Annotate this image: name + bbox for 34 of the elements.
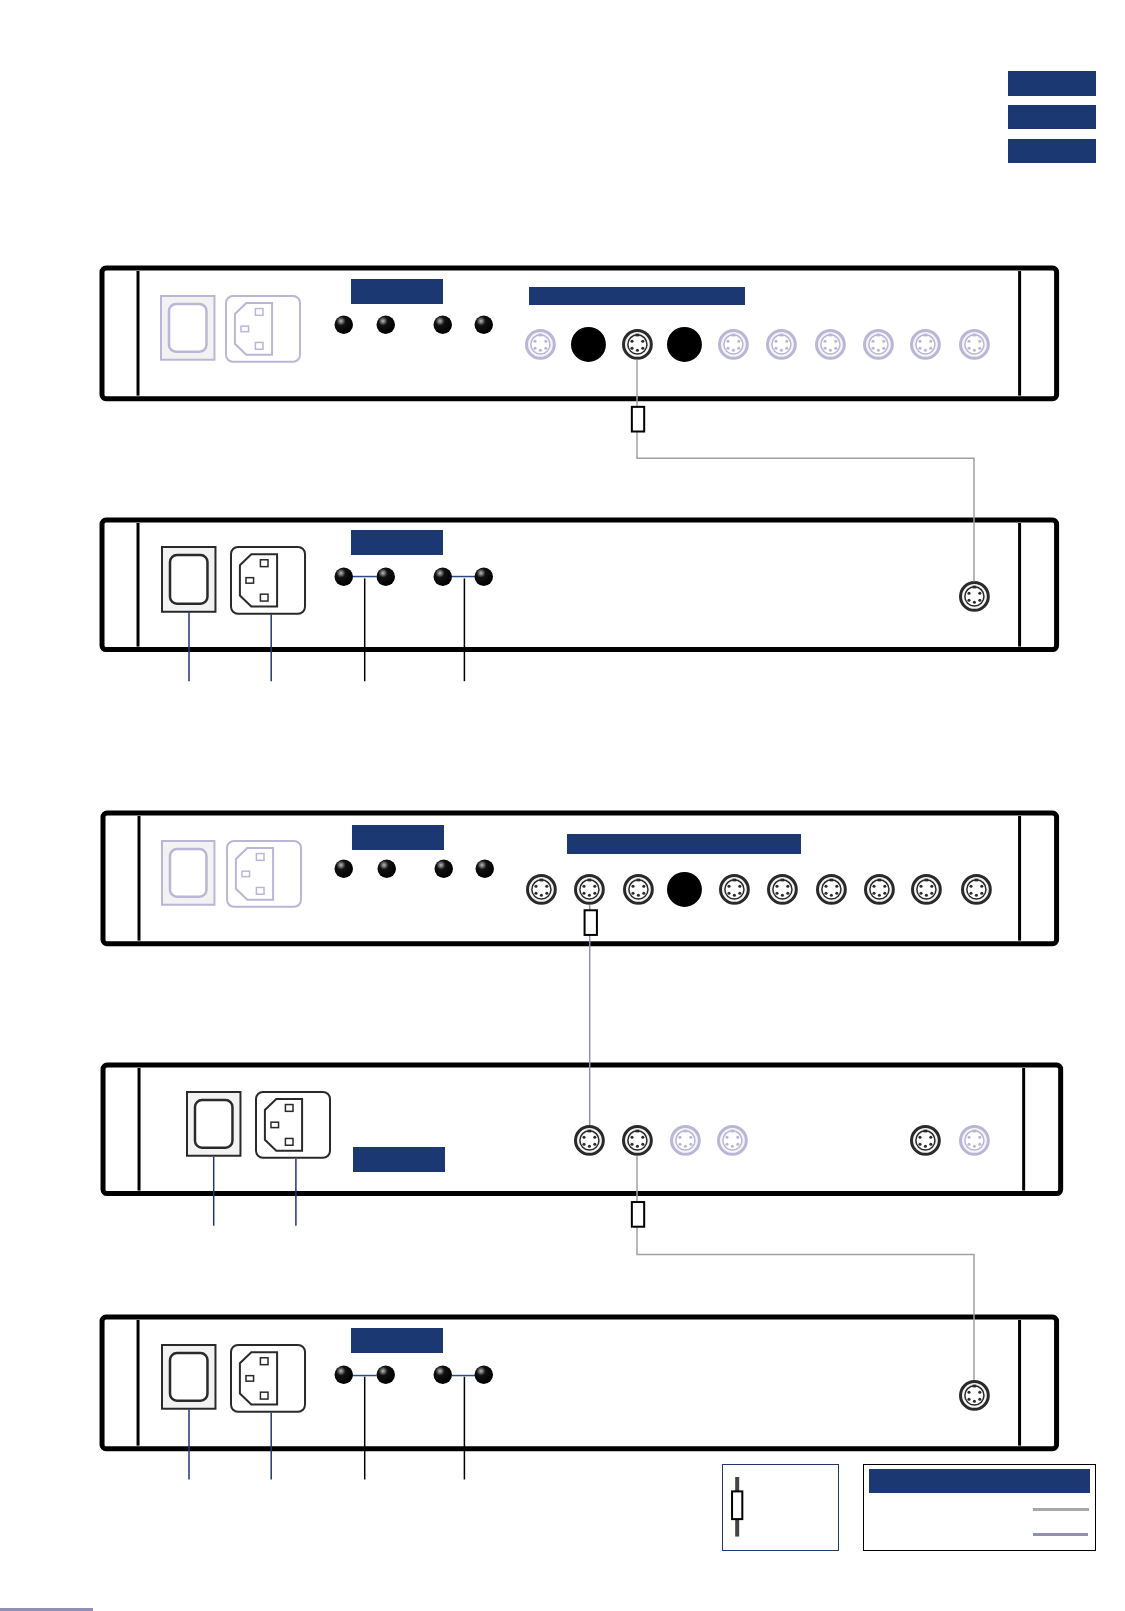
label-bar bbox=[352, 825, 444, 850]
leader-line bbox=[270, 613, 272, 682]
label-bar bbox=[567, 834, 802, 854]
jack-link-line bbox=[452, 575, 477, 579]
power-switch bbox=[185, 1091, 242, 1157]
leader-line bbox=[295, 1158, 297, 1227]
leader-line bbox=[270, 1411, 272, 1481]
label-bar bbox=[351, 530, 443, 555]
power-switch bbox=[161, 1343, 217, 1410]
label-bar bbox=[351, 279, 443, 305]
cable-line bbox=[636, 1155, 975, 1381]
power-inlet bbox=[230, 1343, 307, 1413]
cable-line bbox=[636, 358, 975, 583]
label-bar bbox=[1007, 70, 1097, 96]
label-bar bbox=[1007, 138, 1097, 164]
power-inlet bbox=[254, 1091, 331, 1159]
leader-line bbox=[212, 1156, 215, 1227]
jack-link-line bbox=[352, 575, 378, 579]
label-bar bbox=[353, 1146, 445, 1173]
power-inlet bbox=[230, 545, 307, 615]
label-bar bbox=[351, 1328, 443, 1354]
leader-line bbox=[188, 1408, 190, 1481]
leader-line bbox=[463, 1375, 466, 1481]
power-switch bbox=[161, 545, 217, 613]
label-bar bbox=[1007, 104, 1097, 130]
rack-unit-panel bbox=[98, 1314, 1060, 1452]
leader-line bbox=[363, 577, 366, 682]
leader-line bbox=[188, 611, 190, 682]
jack-link-line bbox=[352, 1373, 378, 1377]
leader-line bbox=[463, 577, 466, 682]
leader-line bbox=[363, 1375, 366, 1481]
rack-unit-panel bbox=[98, 516, 1060, 653]
jack-link-line bbox=[452, 1373, 477, 1377]
rack-unit-panel bbox=[99, 1062, 1064, 1197]
